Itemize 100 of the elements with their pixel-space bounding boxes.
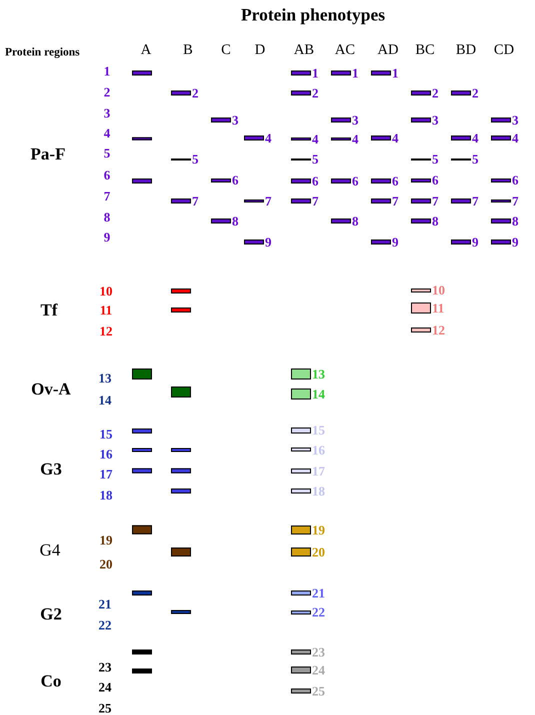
region-number: 16 [100,448,112,460]
band-number: 6 [312,174,318,187]
band-number: 7 [512,194,518,208]
band-number: 6 [432,174,438,187]
band-number: 22 [312,606,325,618]
region-number: 10 [100,284,112,297]
title: Protein phenotypes [240,6,386,24]
band-number: 24 [312,663,325,676]
band-number: 11 [432,301,444,314]
band-number: 4 [265,132,272,144]
region-number: 23 [98,660,112,673]
band-number: 6 [512,174,518,187]
column-header: AB [294,42,314,58]
band-number: 3 [352,114,358,126]
band-number: 4 [472,132,478,144]
band-number: 20 [312,545,325,558]
band-number: 21 [312,586,325,600]
region-number: 1 [104,64,110,78]
band-number: 8 [232,214,238,228]
band-number: 3 [512,114,518,126]
band-number: 1 [392,66,398,80]
band-number: 25 [312,684,325,697]
band-number: 7 [472,194,478,207]
region-number: 17 [100,468,112,480]
region-number: 9 [104,230,110,244]
region-number: 12 [100,324,112,338]
region-number: 25 [98,701,112,714]
band-number: 3 [232,114,238,126]
band-number: 2 [432,86,438,100]
row-axis-label: Protein regions [5,47,80,59]
region-number: 5 [104,146,110,160]
region-number: 21 [98,597,112,610]
band-number: 9 [265,235,272,248]
region-number: 20 [100,557,112,570]
region-number: 11 [100,304,112,316]
group-label: Co [40,672,62,690]
group-label: Tf [40,302,58,318]
band-number: 5 [192,152,198,166]
region-number: 3 [104,106,110,119]
column-header: AD [378,42,398,58]
band-number: 1 [352,66,358,80]
band-number: 15 [312,424,325,436]
band-number: 8 [352,214,358,228]
group-label: G4 [40,542,60,558]
band-number: 7 [312,194,318,207]
band-number: 16 [312,443,325,456]
column-header: BD [456,42,476,58]
column-header: C [221,42,231,58]
band-number: 14 [312,387,325,400]
band-number: 4 [352,132,358,146]
band-number: 2 [472,86,478,100]
region-number: 2 [104,85,110,98]
band-number: 19 [312,523,325,536]
region-number: 18 [100,488,112,502]
band-number: 5 [432,152,438,166]
band-number: 3 [432,114,438,126]
band-number: 9 [392,235,398,248]
column-header: A [140,42,152,58]
region-number: 19 [100,534,112,546]
group-label: G3 [40,460,62,478]
band-number: 1 [312,66,318,80]
region-number: 6 [104,168,110,181]
band-number: 2 [312,86,318,100]
band-number: 7 [432,194,438,207]
band-number: 6 [232,174,238,187]
band-number: 8 [512,214,518,228]
region-number: 22 [98,618,112,632]
region-number: 8 [104,210,110,223]
band-number: 8 [432,214,438,228]
group-label: Ov-A [31,380,71,398]
band-number: 7 [192,194,198,207]
band-number: 4 [392,132,398,144]
band-number: 2 [192,86,198,100]
band-number: 5 [472,152,478,166]
band-number: 6 [392,174,398,187]
band-number: 4 [312,132,318,146]
band-number: 9 [512,235,518,248]
band-number: 12 [432,323,445,336]
region-number: 7 [104,189,110,202]
region-number: 14 [98,394,112,406]
band-number: 5 [312,152,318,166]
band-number: 4 [512,132,518,144]
band-number: 7 [392,194,398,207]
region-number: 15 [100,428,112,440]
band-number: 18 [312,484,325,497]
region-number: 4 [104,126,110,139]
column-header: CD [494,42,514,58]
group-label: G2 [40,605,62,622]
band-number: 10 [432,284,445,297]
band-number: 7 [265,194,272,208]
band-number: 13 [312,367,325,380]
column-header: BC [415,42,435,58]
region-number: 24 [98,680,112,693]
band-number: 6 [352,174,358,187]
band-number: 23 [312,645,325,658]
column-header: B [183,42,193,58]
group-label: Pa-F [30,146,66,162]
band-number: 9 [472,235,478,248]
region-number: 13 [98,371,112,384]
column-header: AC [334,42,356,58]
